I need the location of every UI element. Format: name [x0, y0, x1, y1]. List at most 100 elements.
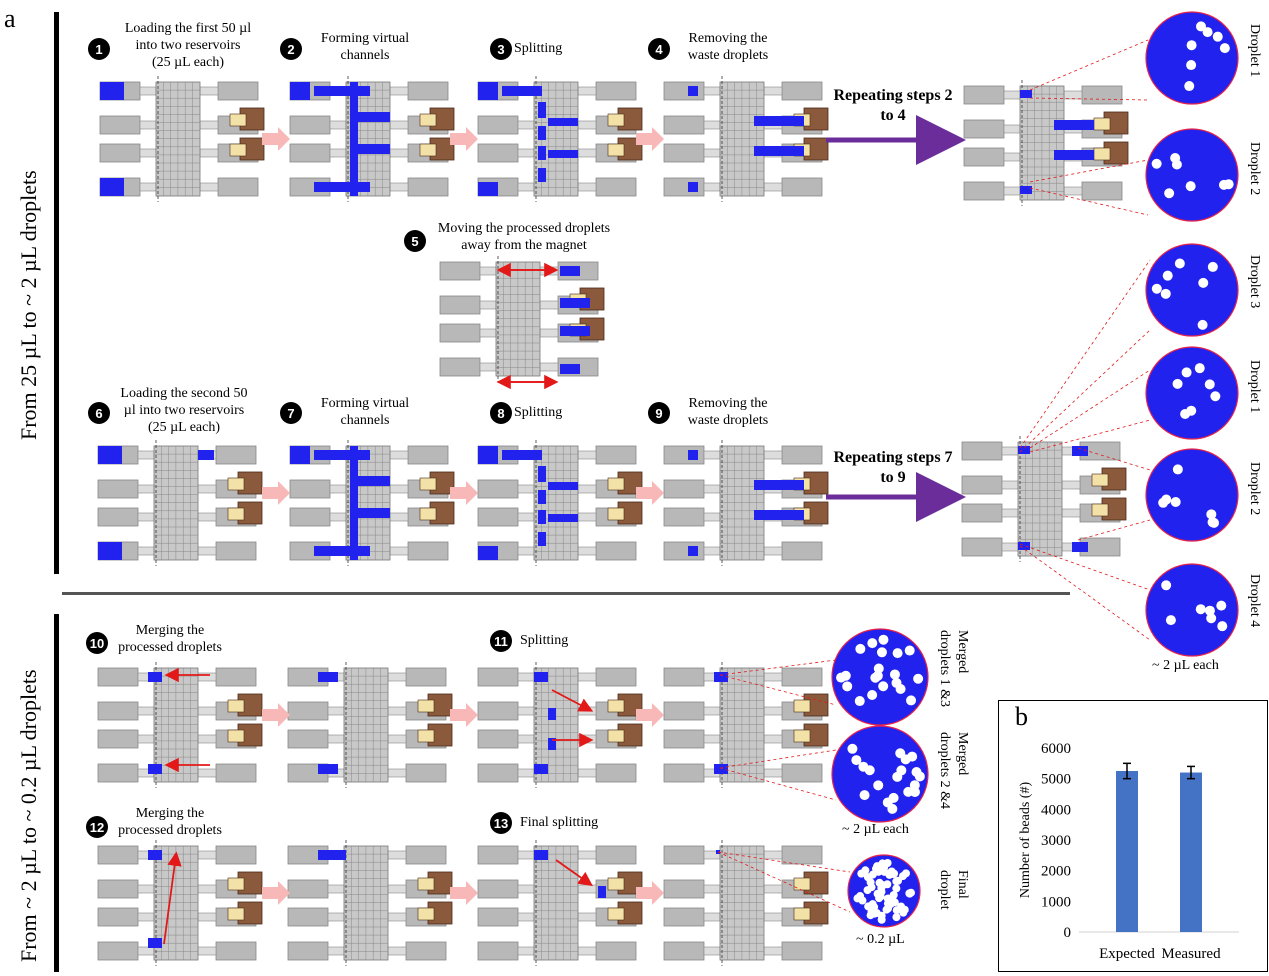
right-neck	[387, 884, 407, 894]
right-neck	[389, 484, 409, 494]
red-arrow-step12	[163, 851, 182, 945]
magnet-tip	[227, 729, 245, 743]
left-pad	[289, 507, 331, 527]
right-pad	[217, 177, 259, 197]
step-caption-13: Final splitting	[520, 815, 599, 830]
zoom-m24-b	[719, 767, 837, 801]
flow-arrow-6	[636, 481, 664, 505]
bead	[892, 884, 901, 893]
step-4-line2: waste droplets	[687, 48, 769, 63]
right-neck	[199, 120, 219, 130]
left-neck	[517, 946, 535, 956]
magnet-tip	[419, 477, 437, 491]
droplet-fill	[548, 708, 556, 720]
droplet-fill	[538, 168, 546, 182]
bead	[896, 765, 907, 776]
bead	[892, 913, 901, 922]
left-neck	[1003, 124, 1021, 134]
step-caption-5: Moving the processed droplets away from …	[424, 220, 624, 254]
bead	[1181, 367, 1192, 378]
zoom-2a	[1029, 159, 1149, 183]
repeat-label-1: Repeating steps 2 to 4	[818, 86, 968, 126]
right-pad	[407, 541, 449, 561]
right-neck	[197, 946, 217, 956]
bead	[855, 643, 866, 654]
left-neck	[703, 946, 721, 956]
left-neck	[327, 734, 345, 744]
right-neck	[763, 672, 783, 682]
droplet-fill	[1072, 542, 1088, 552]
left-pad	[963, 181, 1005, 201]
right-pad	[405, 667, 447, 687]
droplet-fill	[314, 182, 370, 192]
label-droplet-1-top: Droplet 1	[1247, 24, 1262, 78]
left-pad	[97, 907, 139, 927]
left-neck	[517, 884, 535, 894]
droplet-fill	[350, 508, 390, 518]
right-pad	[781, 541, 823, 561]
chip-12b	[287, 840, 453, 966]
bead	[856, 892, 865, 901]
left-pad	[961, 475, 1003, 495]
left-neck	[703, 734, 721, 744]
left-neck	[479, 300, 497, 310]
droplet-fill	[350, 112, 390, 122]
step-12-line1: Merging the	[135, 806, 205, 821]
label-merged-24-b: droplets 2 &4	[937, 732, 952, 809]
bead	[892, 877, 901, 886]
y-tick-label: 4000	[1041, 802, 1071, 818]
right-neck	[199, 148, 219, 158]
panel-label-a: a	[4, 4, 16, 33]
step-4-line1: Removing the	[688, 31, 768, 46]
zoom-4b	[1019, 545, 1151, 641]
step-badge-10: 10	[86, 632, 108, 654]
right-neck	[389, 120, 409, 130]
right-neck	[763, 850, 783, 860]
chip-13	[477, 840, 643, 966]
left-neck	[703, 182, 721, 192]
left-neck	[137, 706, 155, 716]
droplet-fill	[314, 546, 370, 556]
y-tick-label: 0	[1064, 925, 1072, 941]
right-pad	[215, 541, 257, 561]
right-pad	[781, 81, 823, 101]
droplet-fill	[560, 326, 590, 336]
right-pad	[595, 667, 637, 687]
chip-4b	[963, 80, 1129, 206]
bead	[851, 755, 862, 766]
step-badge-1: 1	[88, 38, 110, 60]
droplet-fill	[548, 514, 578, 522]
bead	[1216, 600, 1227, 611]
x-tick-label: Expected	[1099, 946, 1155, 962]
left-neck	[479, 328, 497, 338]
magnet-tip	[793, 877, 811, 891]
left-neck	[703, 706, 721, 716]
right-neck	[197, 484, 217, 494]
step-10-line2: processed droplets	[118, 640, 222, 655]
bead	[878, 881, 887, 890]
droplet-fill	[538, 126, 546, 140]
droplet-fill	[98, 542, 122, 560]
left-pad	[477, 667, 519, 687]
magnet-tip	[793, 729, 811, 743]
bead	[873, 780, 884, 791]
droplet-fill	[148, 672, 162, 682]
right-pad	[781, 845, 823, 865]
right-neck	[763, 546, 783, 556]
bead	[904, 645, 915, 656]
left-neck	[327, 946, 345, 956]
step-badge-2: 2	[280, 38, 302, 60]
right-pad	[1081, 85, 1123, 105]
left-pad	[439, 261, 481, 281]
step-7-line2: channels	[340, 413, 390, 428]
step-2-line2: channels	[340, 48, 390, 63]
right-pad	[781, 941, 823, 961]
left-neck	[137, 546, 155, 556]
left-pad	[663, 115, 705, 135]
left-pad	[663, 143, 705, 163]
bead	[1172, 378, 1183, 389]
magnet-tip	[227, 907, 245, 921]
zoom-2b-b	[1077, 519, 1151, 541]
